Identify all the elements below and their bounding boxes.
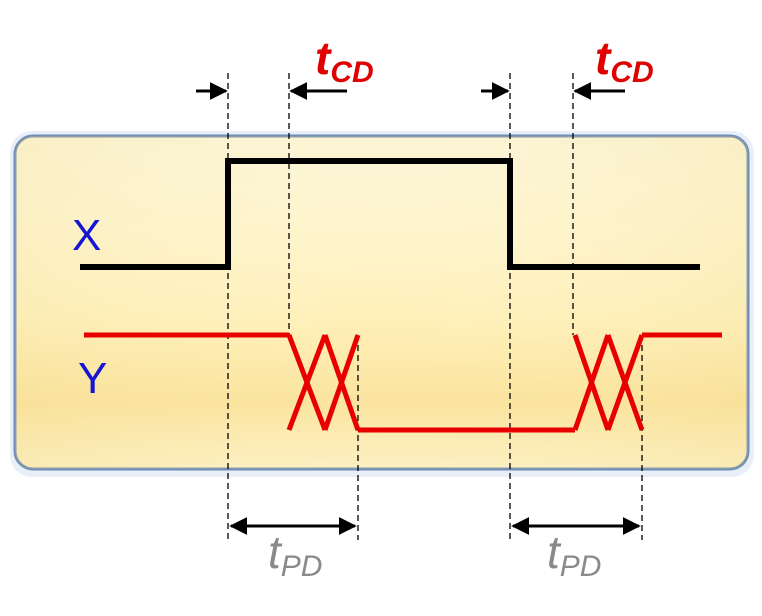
y-signal-label: Y (78, 354, 107, 403)
x-waveform (80, 158, 700, 270)
waveform-panel (10, 131, 754, 477)
tpd-label-1: tPD (268, 526, 322, 583)
tcd-label-1: tCD (315, 32, 374, 89)
y-waveform (84, 332, 722, 433)
x-signal-label: X (72, 211, 101, 260)
tcd-label-2: tCD (595, 32, 654, 89)
tpd-label-2: tPD (547, 526, 601, 583)
timing-guides (227, 73, 643, 540)
